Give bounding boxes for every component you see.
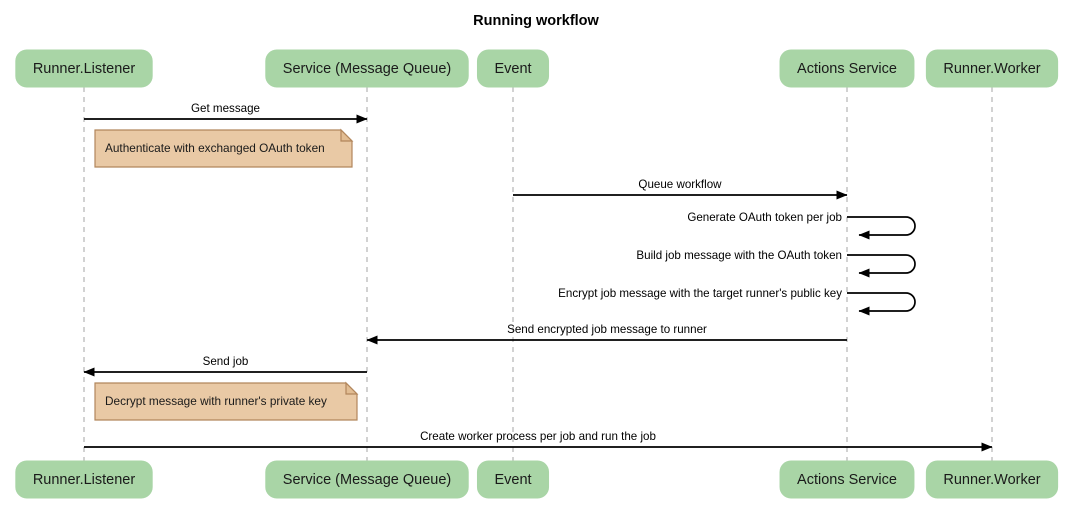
message-label: Get message [191,102,260,115]
message-get-message[interactable]: Get message [84,102,368,124]
participant-box [265,460,469,499]
message-build-job-message-with-the-oauth-token[interactable]: Build job message with the OAuth token [636,249,916,278]
participant-runner-worker-bottom[interactable]: Runner.Worker [925,460,1059,499]
participant-label: Actions Service [797,472,897,488]
message-encrypt-job-message-with-the-target-runners-public-key[interactable]: Encrypt job message with the target runn… [558,287,916,316]
participant-label: Event [494,472,531,488]
message-label: Encrypt job message with the target runn… [558,287,842,300]
participant-box [779,460,915,499]
participant-box [779,49,915,88]
message-generate-oauth-token-per-job[interactable]: Generate OAuth token per job [687,211,916,240]
note-authenticate[interactable]: Authenticate with exchanged OAuth token [94,128,354,168]
participant-box [476,49,550,88]
note-fold-corner [345,381,359,395]
note-label: Decrypt message with runner's private ke… [105,394,327,408]
participant-runner-listener-top[interactable]: Runner.Listener [15,49,153,88]
message-label: Send job [203,355,249,368]
message-label: Build job message with the OAuth token [636,249,842,262]
participant-box [476,460,550,499]
participant-service-message-queue-bottom[interactable]: Service (Message Queue) [265,460,469,499]
participant-box [15,460,153,499]
message-label: Send encrypted job message to runner [507,323,707,336]
participant-label: Service (Message Queue) [283,61,451,77]
participant-actions-service-bottom[interactable]: Actions Service [779,460,915,499]
note-fold-corner [340,128,354,142]
note-body [94,129,353,168]
self-loop-path [847,254,916,278]
message-label: Generate OAuth token per job [687,211,842,224]
self-loop-path [847,292,916,316]
lifelines [83,87,993,461]
participant-event-top[interactable]: Event [476,49,550,88]
participants-bottom: Runner.Listener Service (Message Queue) Ev… [15,460,1059,499]
participant-service-message-queue-top[interactable]: Service (Message Queue) [265,49,469,88]
note-body [94,382,358,421]
diagram-title: Running workflow [473,13,599,29]
message-queue-workflow[interactable]: Queue workflow [513,178,848,200]
self-loop-path [847,216,916,240]
message-label: Queue workflow [638,178,722,191]
participant-box [265,49,469,88]
participant-runner-listener-bottom[interactable]: Runner.Listener [15,460,153,499]
participant-box [925,49,1059,88]
participant-actions-service-top[interactable]: Actions Service [779,49,915,88]
message-send-encrypted-job-message-to-runner[interactable]: Send encrypted job message to runner [366,323,847,345]
participant-label: Runner.Worker [943,472,1040,488]
participant-event-bottom[interactable]: Event [476,460,550,499]
participant-label: Runner.Listener [33,472,136,488]
participant-runner-worker-top[interactable]: Runner.Worker [925,49,1059,88]
notes: Authenticate with exchanged OAuth tokenD… [94,128,359,421]
message-label: Create worker process per job and run th… [420,430,656,443]
participant-box [15,49,153,88]
participants-top: Runner.Listener Service (Message Queue) Ev… [15,49,1059,88]
participant-label: Actions Service [797,61,897,77]
note-label: Authenticate with exchanged OAuth token [105,141,325,155]
participant-label: Runner.Worker [943,61,1040,77]
message-create-worker-process-per-job-and-run-the-job[interactable]: Create worker process per job and run th… [84,430,993,452]
participant-box [925,460,1059,499]
note-decrypt[interactable]: Decrypt message with runner's private ke… [94,381,359,421]
participant-label: Service (Message Queue) [283,472,451,488]
participant-label: Runner.Listener [33,61,136,77]
message-send-job[interactable]: Send job [83,355,367,377]
participant-label: Event [494,61,531,77]
